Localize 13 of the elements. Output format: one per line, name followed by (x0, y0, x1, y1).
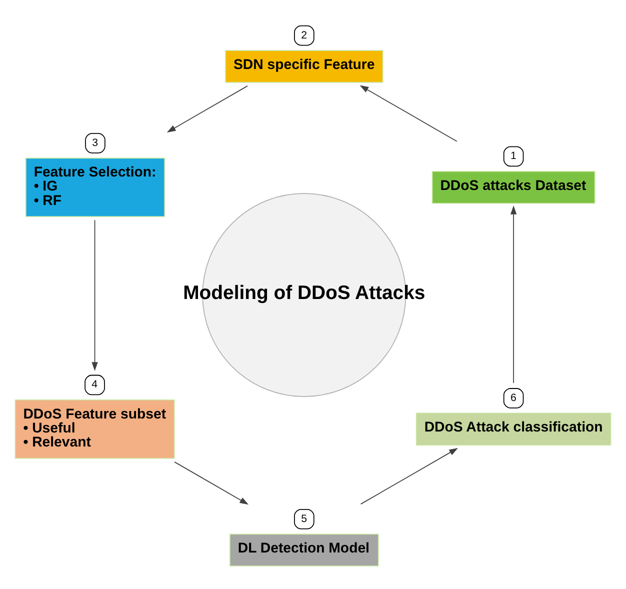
node-label: 6 (510, 391, 516, 404)
node-label: 2 (301, 28, 307, 41)
arrow (510, 205, 517, 383)
node-label: 1 (510, 150, 516, 162)
arrow (166, 84, 248, 132)
arrow (360, 84, 458, 142)
node-label: 5 (301, 512, 307, 524)
node-label: Modeling of DDoS Attacks (183, 282, 426, 304)
arrow (360, 447, 458, 504)
arrow (92, 219, 98, 370)
node-label: 4 (92, 378, 98, 390)
arrow (174, 461, 249, 504)
node-label: 3 (92, 136, 98, 148)
